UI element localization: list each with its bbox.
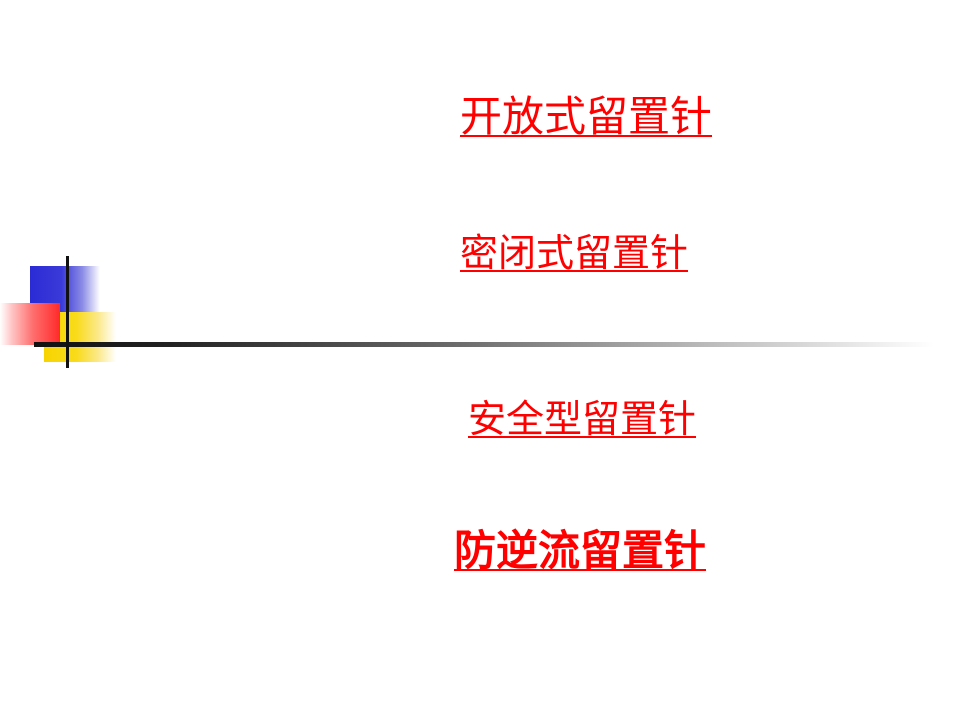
link-open-type-catheter[interactable]: 开放式留置针 bbox=[460, 92, 713, 141]
decorative-horizontal-rule bbox=[34, 342, 934, 347]
link-safety-type-catheter[interactable]: 安全型留置针 bbox=[468, 397, 697, 441]
link-closed-type-catheter[interactable]: 密闭式留置针 bbox=[460, 231, 689, 275]
link-anti-backflow-catheter[interactable]: 防逆流留置针 bbox=[454, 526, 707, 575]
decorative-red-square bbox=[0, 303, 60, 345]
decorative-vertical-rule bbox=[66, 256, 69, 368]
